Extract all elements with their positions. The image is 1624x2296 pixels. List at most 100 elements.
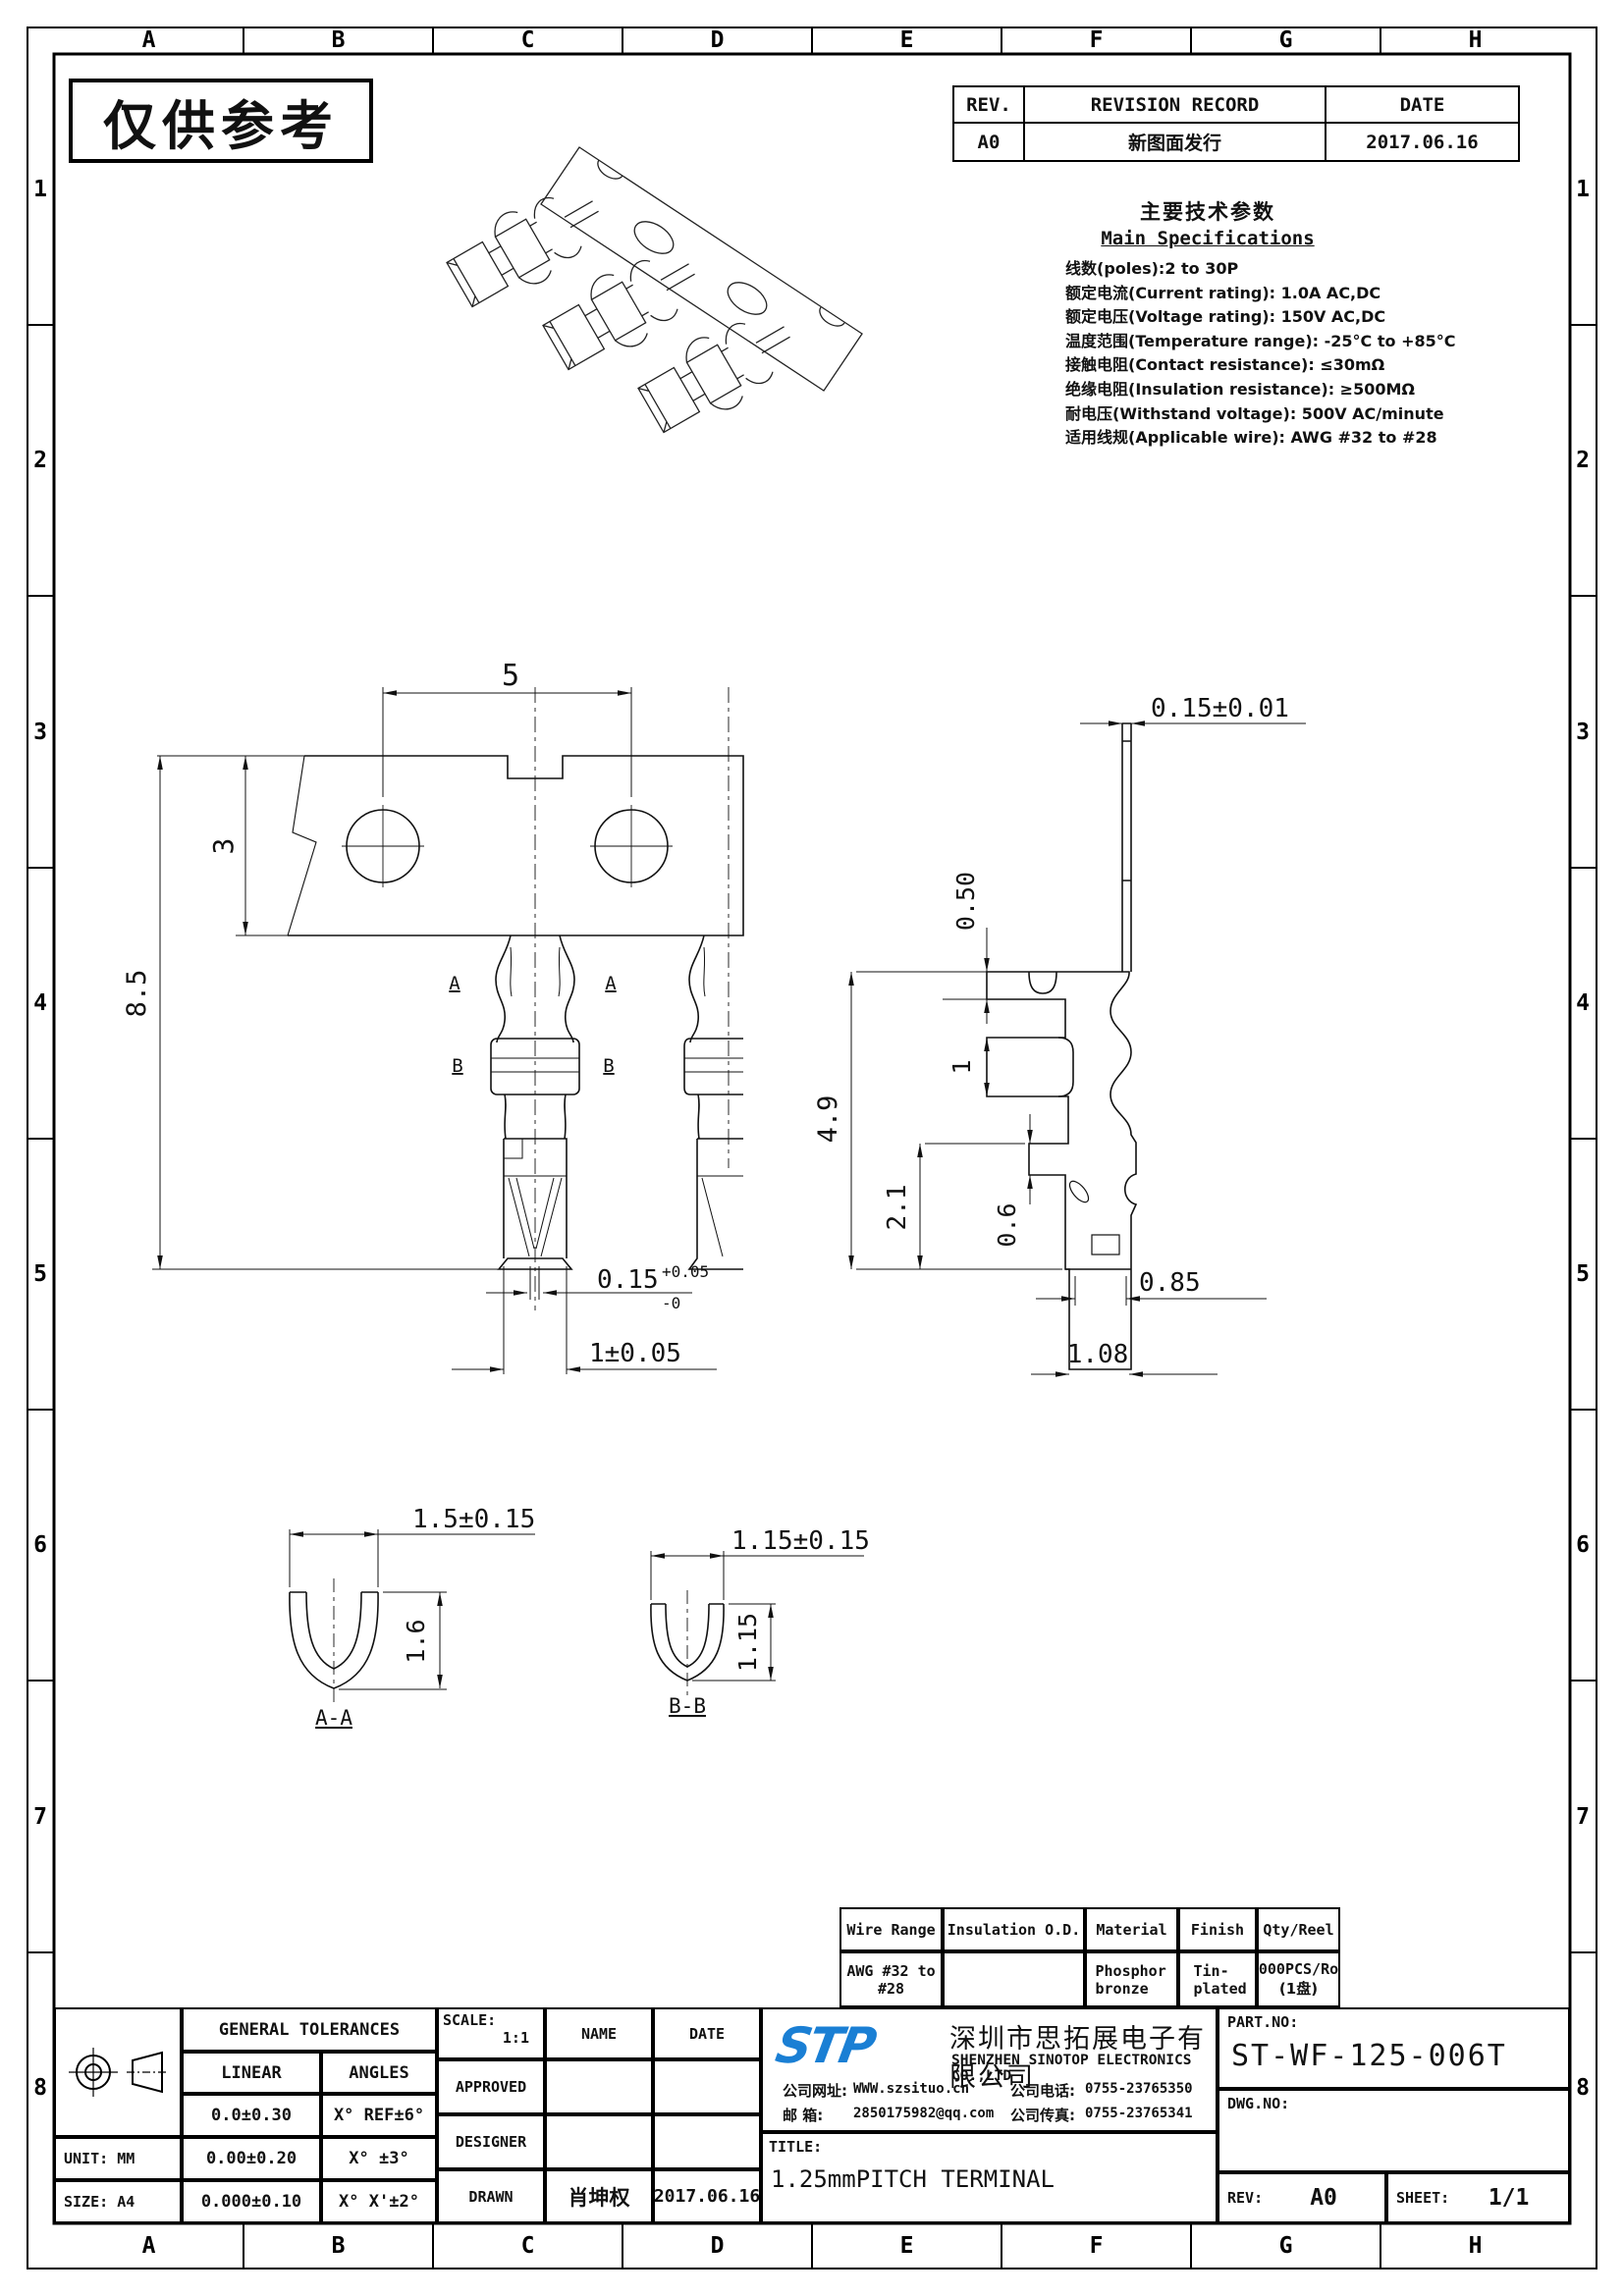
wire-cell-insulation	[943, 1951, 1085, 2007]
dim-slot: 1	[947, 1059, 976, 1074]
approved-date-cell	[653, 2059, 761, 2114]
spec-line: 温度范围(Temperature range): -25°C to +85°C	[1065, 331, 1456, 350]
rev-value: A0	[1310, 2185, 1337, 2211]
reference-only-stamp: 仅供参考	[69, 79, 373, 163]
revision-table: REV. REVISION RECORD DATE A0 新图面发行 2017.…	[952, 85, 1520, 162]
spec-line: 适用线规(Applicable wire): AWG #32 to #28	[1065, 428, 1437, 448]
grid-col-label-bottom-A: A	[141, 2233, 156, 2259]
third-angle-projection-icon	[69, 2048, 168, 2097]
company-mail: 2850175982@qq.com	[853, 2106, 995, 2121]
section-mark-b-right: B	[603, 1055, 614, 1077]
tolerances-angles-header: ANGLES	[321, 2052, 437, 2094]
dim-total-height: 8.5	[122, 970, 152, 1018]
sheet-cell: SHEET: 1/1	[1386, 2172, 1570, 2223]
approved-name-cell	[545, 2059, 653, 2114]
designer-cell: DESIGNER	[437, 2114, 545, 2169]
scale-label: SCALE:	[443, 2011, 497, 2029]
section-mark-b-left: B	[452, 1055, 462, 1077]
grid-col-label-bottom-C: C	[520, 2233, 535, 2259]
designer-name-cell	[545, 2114, 653, 2169]
wire-header-finish: Finish	[1178, 1907, 1257, 1951]
title-block: UNIT: MM SIZE: A4 GENERAL TOLERANCES LIN…	[54, 2007, 1570, 2223]
company-fax: 0755-23765341	[1085, 2106, 1193, 2121]
dim-bb-height: 1.15	[733, 1613, 762, 1672]
size-value: A4	[117, 2193, 135, 2211]
grid-col-label-top-B: B	[331, 27, 346, 53]
dim-lower: 2.1	[883, 1185, 912, 1231]
revision-header-rev: REV.	[952, 85, 1025, 124]
section-mark-a-left: A	[449, 973, 460, 994]
title-label: TITLE:	[769, 2138, 823, 2156]
drawn-name-cell: 肖坤权	[545, 2169, 653, 2223]
company-web: WWW.szsituo.cn	[853, 2081, 970, 2097]
grid-col-label-top-A: A	[141, 27, 156, 53]
unit-value: MM	[117, 2150, 135, 2167]
sheet-value: 1/1	[1488, 2185, 1530, 2211]
tolerance-linear-2: 0.00±0.20	[182, 2137, 321, 2180]
wire-cell-finish: Tin-plated	[1178, 1951, 1257, 2007]
grid-col-label-bottom-B: B	[331, 2233, 346, 2259]
size-label: SIZE:	[64, 2193, 109, 2211]
company-mail-label: 邮 箱:	[783, 2107, 824, 2124]
main-specifications: 主要技术参数 Main Specifications 线数(poles):2 t…	[1065, 196, 1488, 451]
dim-thickness: 0.15±0.01	[1151, 694, 1289, 723]
projection-symbol-cell	[54, 2007, 182, 2137]
company-tel-label: 公司电话:	[1010, 2082, 1075, 2100]
partno-value: ST-WF-125-006T	[1231, 2039, 1507, 2073]
wire-header-qty: Qty/Reel	[1257, 1907, 1340, 1951]
title-cell: TITLE: 1.25mmPITCH TERMINAL	[761, 2132, 1218, 2223]
company-web-label: 公司网址:	[783, 2082, 847, 2100]
section-bb-label: B-B	[669, 1694, 706, 1718]
grid-col-label-top-E: E	[899, 27, 914, 53]
wire-cell-material: Phosphor bronze	[1085, 1951, 1178, 2007]
spec-line: 绝缘电阻(Insulation resistance): ≥500MΩ	[1065, 379, 1415, 399]
revision-row-date: 2017.06.16	[1325, 122, 1520, 162]
revision-row-record: 新图面发行	[1023, 122, 1326, 162]
approved-cell: APPROVED	[437, 2059, 545, 2114]
drawing-border	[27, 27, 1597, 2269]
spec-line: 接触电阻(Contact resistance): ≤30mΩ	[1065, 355, 1385, 375]
tolerance-linear-3: 0.000±0.10	[182, 2180, 321, 2223]
grid-row-label-right-2: 2	[1576, 448, 1590, 474]
dim-pitch: 5	[502, 659, 519, 693]
size-cell: SIZE: A4	[54, 2180, 182, 2223]
grid-col-label-top-C: C	[520, 27, 535, 53]
grid-row-label-right-3: 3	[1576, 719, 1590, 745]
grid-col-label-bottom-D: D	[710, 2233, 725, 2259]
grid-row-label-right-5: 5	[1576, 1261, 1590, 1288]
tolerance-angle-3: X° X'±2°	[321, 2180, 437, 2223]
grid-row-label-left-6: 6	[33, 1532, 47, 1559]
tolerances-title: GENERAL TOLERANCES	[182, 2007, 437, 2052]
grid-col-label-bottom-E: E	[899, 2233, 914, 2259]
dim-tab: 1.08	[1067, 1340, 1129, 1369]
wire-range-table: Wire Range Insulation O.D. Material Fini…	[839, 1907, 1340, 2007]
dim-box-width: 1±0.05	[589, 1339, 681, 1368]
scale-value: 1:1	[502, 2029, 529, 2047]
dim-height: 4.9	[813, 1095, 843, 1144]
revision-header-record: REVISION RECORD	[1023, 85, 1326, 124]
rev-cell: REV: A0	[1218, 2172, 1386, 2223]
section-aa-label: A-A	[315, 1706, 352, 1730]
dim-bb-width: 1.15±0.15	[731, 1526, 870, 1556]
company-logo: STP	[771, 2017, 878, 2074]
revision-header-date: DATE	[1325, 85, 1520, 124]
dim-aa-height: 1.6	[402, 1619, 430, 1663]
front-view: 5 3 8.5 0.15 +0.05 -0 1±0.05 A A B B	[122, 659, 744, 1374]
grid-row-label-left-8: 8	[33, 2074, 47, 2101]
grid-col-label-bottom-H: H	[1468, 2233, 1483, 2259]
drawing-title: 1.25mmPITCH TERMINAL	[771, 2165, 1055, 2193]
partno-label: PART.NO:	[1227, 2013, 1299, 2031]
spec-line: 线数(poles):2 to 30P	[1065, 259, 1239, 278]
wire-header-material: Material	[1085, 1907, 1178, 1951]
dwgno-label: DWG.NO:	[1227, 2095, 1290, 2112]
wire-cell-range: AWG #32 to #28	[839, 1951, 943, 2007]
grid-row-label-right-1: 1	[1576, 177, 1590, 203]
grid-col-label-top-D: D	[710, 27, 725, 53]
tolerance-linear-1: 0.0±0.30	[182, 2094, 321, 2137]
rev-label: REV:	[1227, 2189, 1264, 2207]
sheet-label: SHEET:	[1396, 2189, 1450, 2207]
spec-line: 耐电压(Withstand voltage): 500V AC/minute	[1065, 403, 1444, 423]
company-tel: 0755-23765350	[1085, 2081, 1193, 2097]
